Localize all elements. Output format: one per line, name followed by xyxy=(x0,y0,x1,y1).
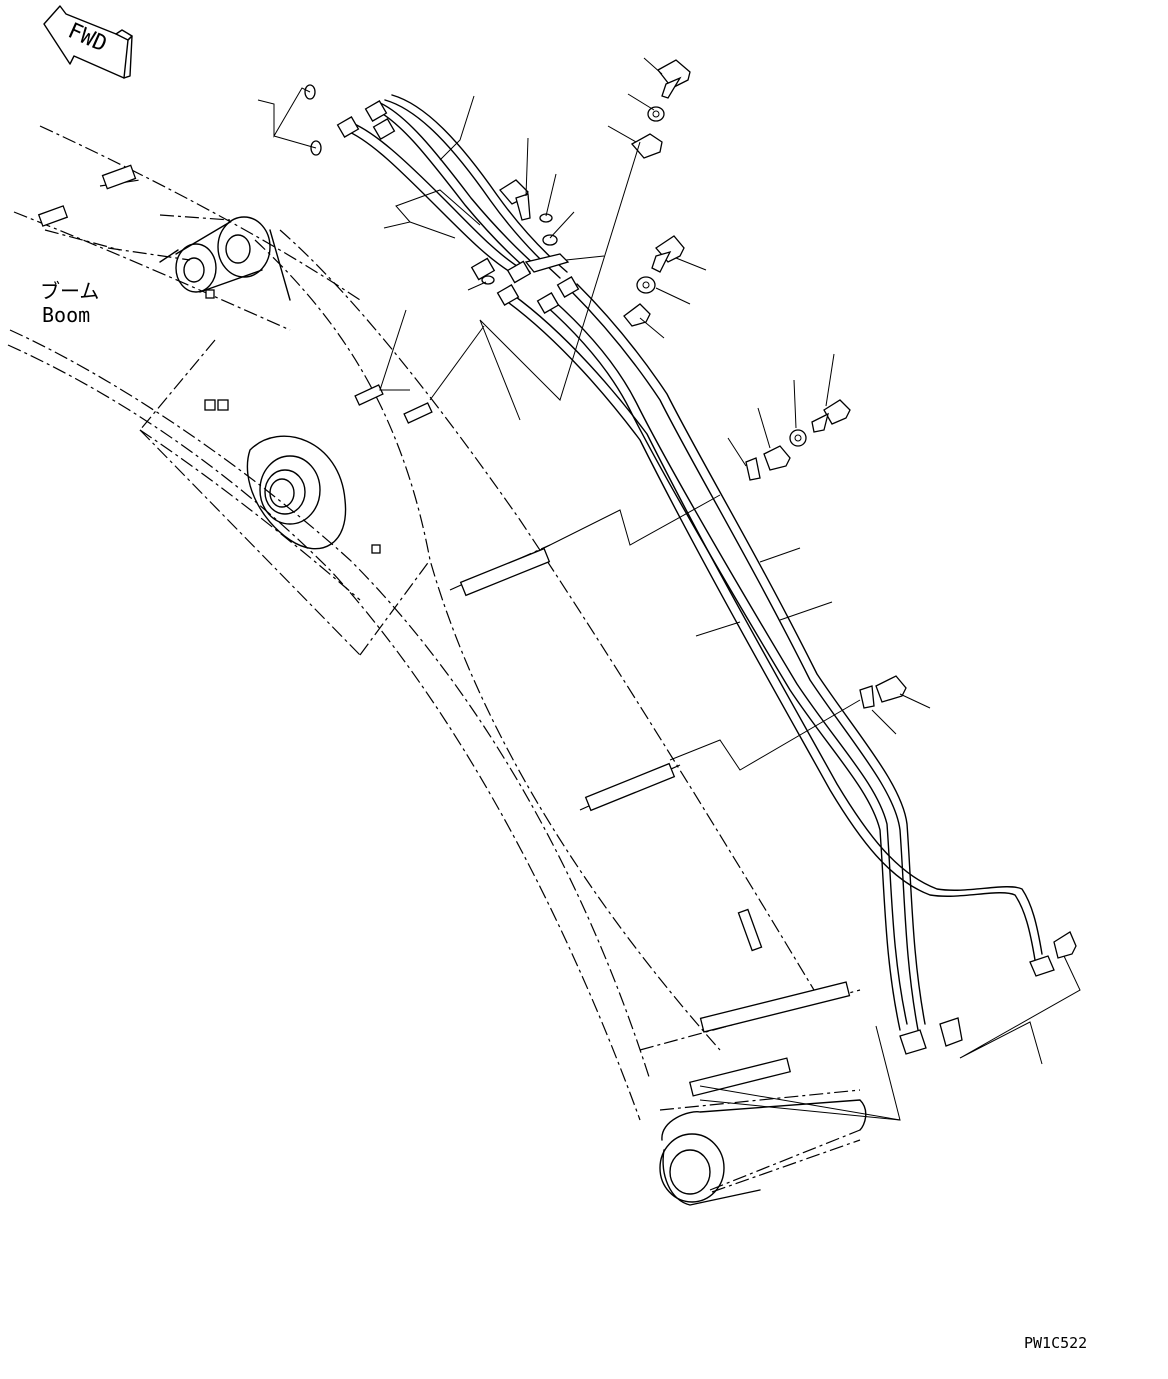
top-fittings xyxy=(304,84,580,314)
fwd-arrow: FWD xyxy=(43,5,133,79)
drawing-code: PW1C522 xyxy=(1024,1334,1087,1352)
boom-top-boss xyxy=(659,1099,867,1206)
boom-foot-bosses xyxy=(159,216,291,301)
fwd-label: FWD xyxy=(64,19,110,58)
exploded-hardware xyxy=(481,59,1077,1055)
hydraulic-pipes xyxy=(344,94,1043,1031)
boom-label-en: Boom xyxy=(42,303,90,327)
leader-lines xyxy=(257,57,1081,1121)
cylinder-mount-boss xyxy=(246,435,347,550)
boom-label-jp: ブーム xyxy=(40,279,99,303)
boom-body xyxy=(7,125,861,1191)
clamp-brackets xyxy=(37,164,851,1097)
